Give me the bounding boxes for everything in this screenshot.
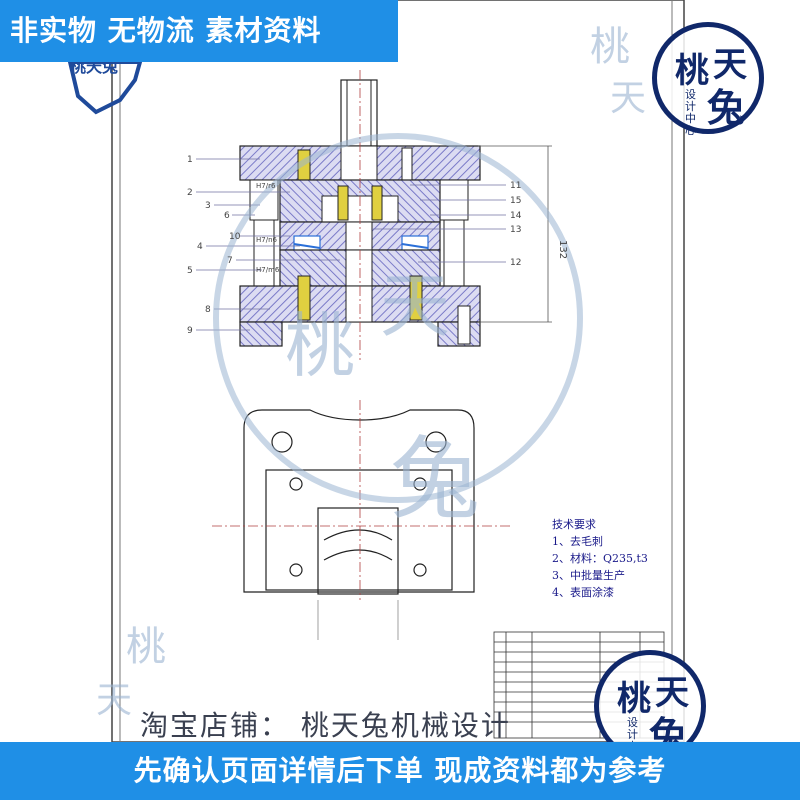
part-label: 8 xyxy=(205,305,211,315)
shop-name: 淘宝店铺： 桃天兔机械设计 xyxy=(140,709,511,742)
part-label: 15 xyxy=(510,196,521,206)
bottom-banner: 先确认页面详情后下单 现成资料都为参考 xyxy=(0,742,800,800)
badge-sub: 设计中心 xyxy=(685,88,696,137)
leaders-right xyxy=(372,184,506,263)
watermark xyxy=(213,133,583,503)
watermark-char: 天 xyxy=(380,265,450,347)
tech-item: 3、中批量生产 xyxy=(552,569,625,582)
part-label: 12 xyxy=(510,258,521,268)
badge-char: 天 xyxy=(655,673,689,713)
part-label: 9 xyxy=(187,326,193,336)
tech-title: 技术要求 xyxy=(552,518,596,531)
part-label: 2 xyxy=(187,188,193,198)
fit-label: H7/n6 xyxy=(256,236,278,244)
part-label: 4 xyxy=(197,242,203,252)
technical-requirements: 技术要求 1、去毛刺 2、材料：Q235,t3 3、中批量生产 4、表面涂漆 xyxy=(552,516,692,601)
logo-shape xyxy=(67,60,143,115)
tech-item: 4、表面涂漆 xyxy=(552,586,614,599)
plan-view xyxy=(212,400,510,640)
watermark-char: 天 xyxy=(96,680,132,721)
part-label: 11 xyxy=(510,181,521,191)
watermark-char: 桃 xyxy=(590,24,630,70)
fit-label: H7/r6 xyxy=(256,182,276,190)
leaders-left xyxy=(196,158,340,331)
dimension-label: 132 xyxy=(557,240,568,259)
part-label: 7 xyxy=(227,256,233,266)
part-label: 5 xyxy=(187,266,193,276)
part-label: 13 xyxy=(510,225,521,235)
part-label: 10 xyxy=(229,232,241,242)
brand-badge-top: 桃 天 兔 设计中心 xyxy=(652,22,764,137)
tech-item: 1、去毛刺 xyxy=(552,535,603,548)
badge-char: 桃 xyxy=(675,51,709,91)
top-banner: 非实物 无物流 素材资料 xyxy=(0,0,398,62)
part-label: 14 xyxy=(510,211,522,221)
tech-item: 2、材料：Q235,t3 xyxy=(552,552,648,565)
watermark-char: 桃 xyxy=(285,305,355,387)
fit-label: H7/m6 xyxy=(256,266,280,274)
part-label: 3 xyxy=(205,201,211,211)
watermark-char: 天 xyxy=(610,78,646,119)
section-view xyxy=(239,70,552,360)
watermark-char: 桃 xyxy=(126,624,166,670)
watermark-char: 兔 xyxy=(390,427,480,532)
part-label: 1 xyxy=(187,155,193,165)
badge-char: 桃 xyxy=(617,679,651,719)
part-label: 6 xyxy=(224,211,230,221)
badge-char: 兔 xyxy=(707,86,746,130)
badge-char: 天 xyxy=(713,45,747,85)
